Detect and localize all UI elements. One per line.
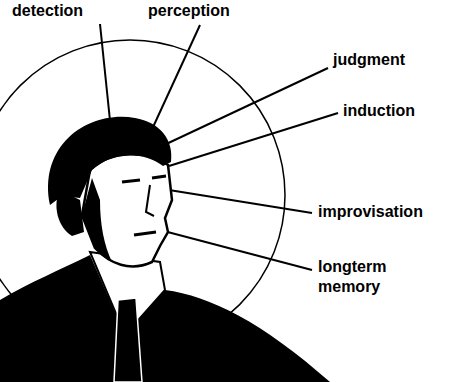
mouth bbox=[134, 232, 156, 235]
nose bbox=[146, 185, 154, 216]
eyes bbox=[122, 176, 166, 182]
label-text: improvisation bbox=[318, 202, 423, 222]
label-text: longterm memory bbox=[318, 257, 418, 297]
leader-line bbox=[160, 230, 312, 270]
face bbox=[82, 154, 172, 266]
leader-line bbox=[162, 68, 328, 146]
tie bbox=[114, 298, 142, 382]
label-text: induction bbox=[343, 101, 415, 121]
leader-line bbox=[169, 190, 312, 213]
face-shadow bbox=[82, 178, 112, 262]
hair bbox=[48, 117, 171, 205]
leader-line bbox=[169, 113, 338, 166]
label-text: perception bbox=[148, 1, 230, 21]
label-text: detection bbox=[12, 1, 83, 21]
leader-line bbox=[148, 25, 200, 138]
label-text: judgment bbox=[333, 50, 405, 70]
suit bbox=[0, 255, 330, 382]
